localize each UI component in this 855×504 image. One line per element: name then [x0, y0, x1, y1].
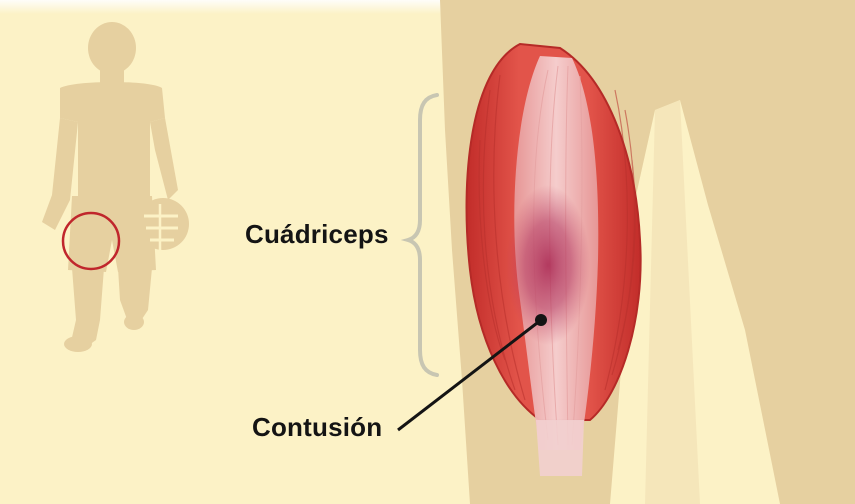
contusion-point — [535, 314, 547, 326]
helmet-icon — [137, 198, 189, 250]
quadriceps-label: Cuádriceps — [245, 219, 389, 250]
contusion-label: Contusión — [252, 412, 382, 443]
bruise-area — [506, 185, 590, 345]
